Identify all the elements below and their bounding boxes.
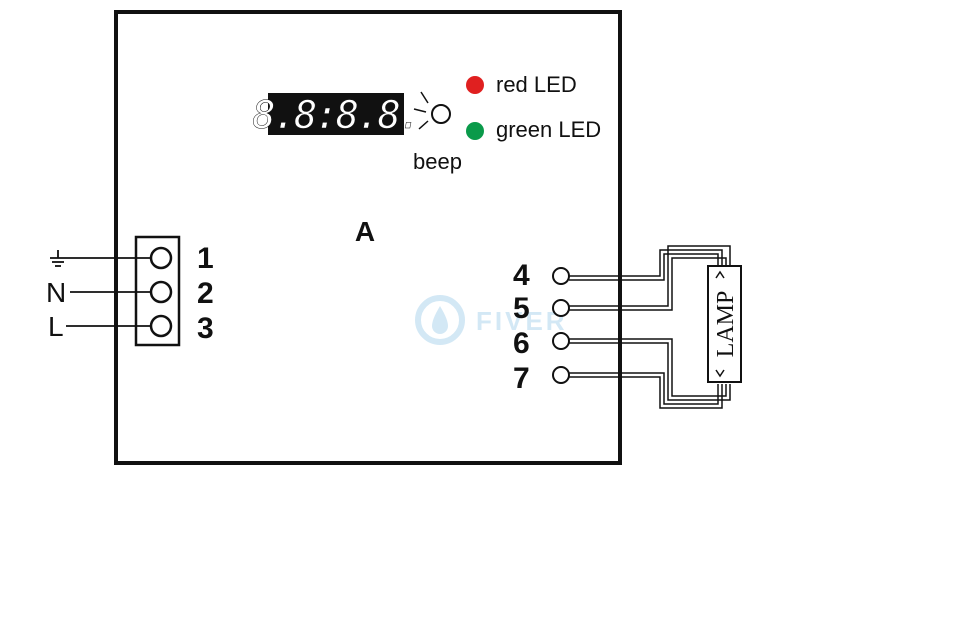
buzzer-icon <box>413 91 451 130</box>
red-led <box>466 76 484 94</box>
terminal-1-screw <box>149 246 173 270</box>
terminal-3-number: 3 <box>197 312 214 345</box>
lamp-tube: LAMP <box>707 265 742 383</box>
watermark-text: FIVER <box>476 306 568 336</box>
device-label: A <box>355 216 375 247</box>
terminal-6-screw <box>552 332 570 350</box>
neutral-label: N <box>46 277 66 308</box>
green-led <box>466 122 484 140</box>
terminal-4-screw <box>552 267 570 285</box>
terminal-4-number: 4 <box>513 259 530 292</box>
terminal-5-screw <box>552 299 570 317</box>
line-label: L <box>48 311 64 342</box>
ground-icon <box>50 250 68 267</box>
device-enclosure <box>114 10 622 465</box>
terminal-3-screw <box>149 314 173 338</box>
watermark: FIVER <box>415 295 568 345</box>
display-digits: 8.8:8.8. <box>252 93 419 137</box>
seven-segment-display: 8.8:8.8. <box>252 93 422 138</box>
terminal-5-number: 5 <box>513 292 530 325</box>
green-led-label: green LED <box>496 117 601 142</box>
terminal-7-number: 7 <box>513 362 530 395</box>
lamp-wiring <box>569 245 731 409</box>
red-led-label: red LED <box>496 72 577 97</box>
terminal-2-screw <box>149 280 173 304</box>
lamp-label: LAMP <box>713 291 739 358</box>
terminal-2-number: 2 <box>197 277 214 310</box>
terminal-7-screw <box>552 366 570 384</box>
beep-label: beep <box>413 149 462 174</box>
terminal-6-number: 6 <box>513 327 530 360</box>
terminal-1-number: 1 <box>197 242 214 275</box>
